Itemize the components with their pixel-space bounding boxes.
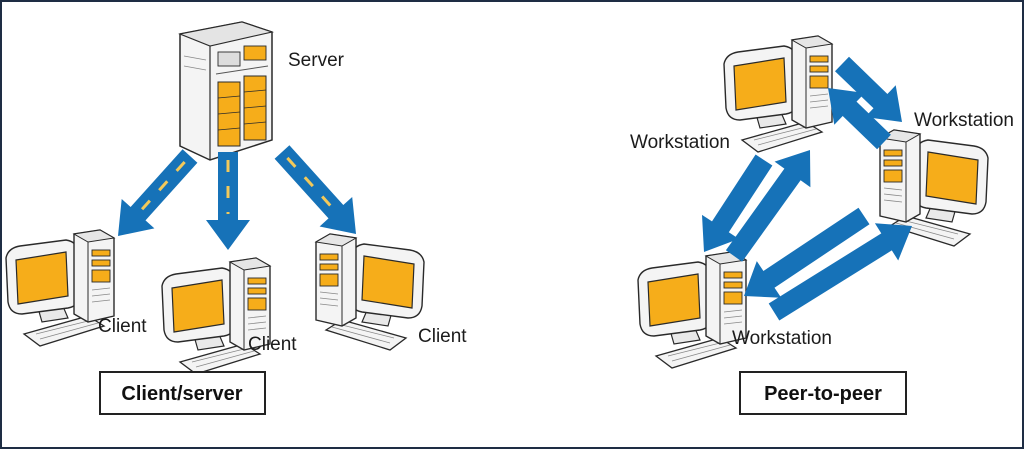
arrow-to-client-3-shape bbox=[274, 145, 356, 234]
arrow-top-to-right bbox=[835, 56, 902, 122]
arrow-bottom-to-right bbox=[768, 223, 912, 321]
arrow-to-client-2-shape bbox=[206, 152, 250, 250]
arrow-to-client-1-shape bbox=[118, 149, 198, 236]
arrow-to-client-1-dash bbox=[140, 160, 186, 211]
arrow-to-client-3 bbox=[274, 145, 356, 234]
workstation-top-icon bbox=[723, 35, 833, 153]
workstation-label-top: Workstation bbox=[630, 132, 730, 153]
arrow-bottom-to-right-shape bbox=[768, 223, 912, 321]
peer-to-peer-caption-box: Peer-to-peer bbox=[739, 371, 907, 415]
client-server-caption: Client/server bbox=[121, 383, 242, 405]
arrow-right-to-top bbox=[828, 88, 891, 150]
workstation-label-bottom: Workstation bbox=[732, 328, 832, 349]
server-icon bbox=[179, 21, 273, 161]
client-label-1: Client bbox=[98, 316, 147, 337]
client-label-2: Client bbox=[248, 334, 297, 355]
arrow-right-to-bottom-shape bbox=[744, 207, 870, 298]
arrow-to-client-1 bbox=[118, 149, 198, 236]
arrow-right-to-bottom bbox=[744, 207, 870, 298]
peer-to-peer-network: Workstation Workstation Workstation Peer… bbox=[630, 35, 1014, 415]
client-label-3: Client bbox=[418, 326, 467, 347]
arrow-bottom-to-top-shape bbox=[725, 150, 811, 262]
client-computer-2-icon bbox=[161, 257, 271, 375]
arrow-right-to-top-shape bbox=[828, 88, 891, 150]
client-computer-3-icon bbox=[315, 233, 425, 351]
arrow-top-to-right-shape bbox=[835, 56, 902, 122]
client-server-network: Server Client Client Client Client/serve… bbox=[5, 21, 467, 415]
arrow-top-to-bottom-shape bbox=[702, 154, 773, 252]
arrow-to-client-2 bbox=[206, 152, 250, 250]
peer-to-peer-caption: Peer-to-peer bbox=[764, 383, 882, 405]
arrow-top-to-bottom bbox=[702, 154, 773, 252]
workstation-bottom-icon bbox=[637, 251, 747, 369]
server-label: Server bbox=[288, 50, 345, 71]
workstation-label-right: Workstation bbox=[914, 110, 1014, 131]
arrow-bottom-to-top bbox=[725, 150, 811, 262]
arrow-to-client-3-dash bbox=[286, 156, 333, 209]
client-server-caption-box: Client/server bbox=[99, 371, 266, 415]
